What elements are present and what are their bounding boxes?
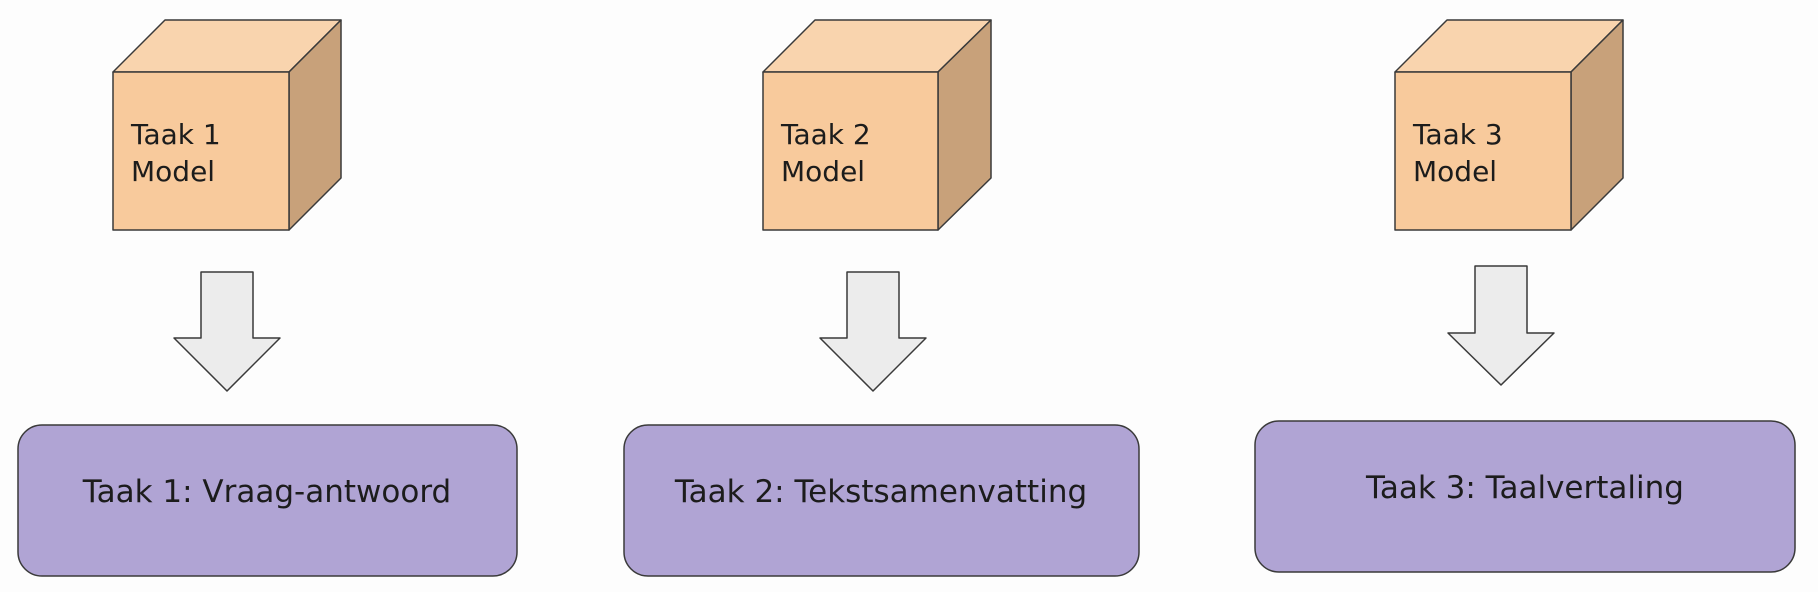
column-2: Taak 2 Model Taak 2: Tekstsamenvatting	[623, 19, 1140, 577]
model-label-line-1: Taak 2	[780, 118, 871, 151]
model-label-line-1: Taak 3	[1412, 118, 1503, 151]
cube-front-face	[762, 71, 939, 231]
model-label-line-2: Model	[1413, 155, 1497, 188]
model-label: Taak 2 Model	[780, 118, 880, 188]
model-cube-2: Taak 2 Model	[762, 19, 992, 231]
model-cube-1: Taak 1 Model	[112, 19, 342, 231]
task-box-3	[1254, 420, 1796, 573]
model-label: Taak 3 Model	[1412, 118, 1512, 188]
down-arrow-1	[173, 271, 281, 392]
task-label-1: Taak 1: Vraag-antwoord	[82, 474, 451, 510]
model-cube-3: Taak 3 Model	[1394, 19, 1624, 231]
model-label: Taak 1 Model	[130, 118, 230, 188]
task-label-3: Taak 3: Taalvertaling	[1365, 470, 1684, 506]
task-box-2	[623, 424, 1140, 577]
cube-front-face	[1394, 71, 1572, 231]
down-arrow-2	[819, 271, 927, 392]
model-label-line-1: Taak 1	[130, 118, 221, 151]
model-label-line-2: Model	[131, 155, 215, 188]
down-arrow-3	[1447, 265, 1555, 386]
task-box-1	[17, 424, 518, 577]
cube-front-face	[112, 71, 290, 231]
column-3: Taak 3 Model Taak 3: Taalvertaling	[1254, 19, 1796, 573]
column-1: Taak 1 Model Taak 1: Vraag-antwoord	[17, 19, 518, 577]
task-label-2: Taak 2: Tekstsamenvatting	[674, 474, 1087, 510]
model-label-line-2: Model	[781, 155, 865, 188]
